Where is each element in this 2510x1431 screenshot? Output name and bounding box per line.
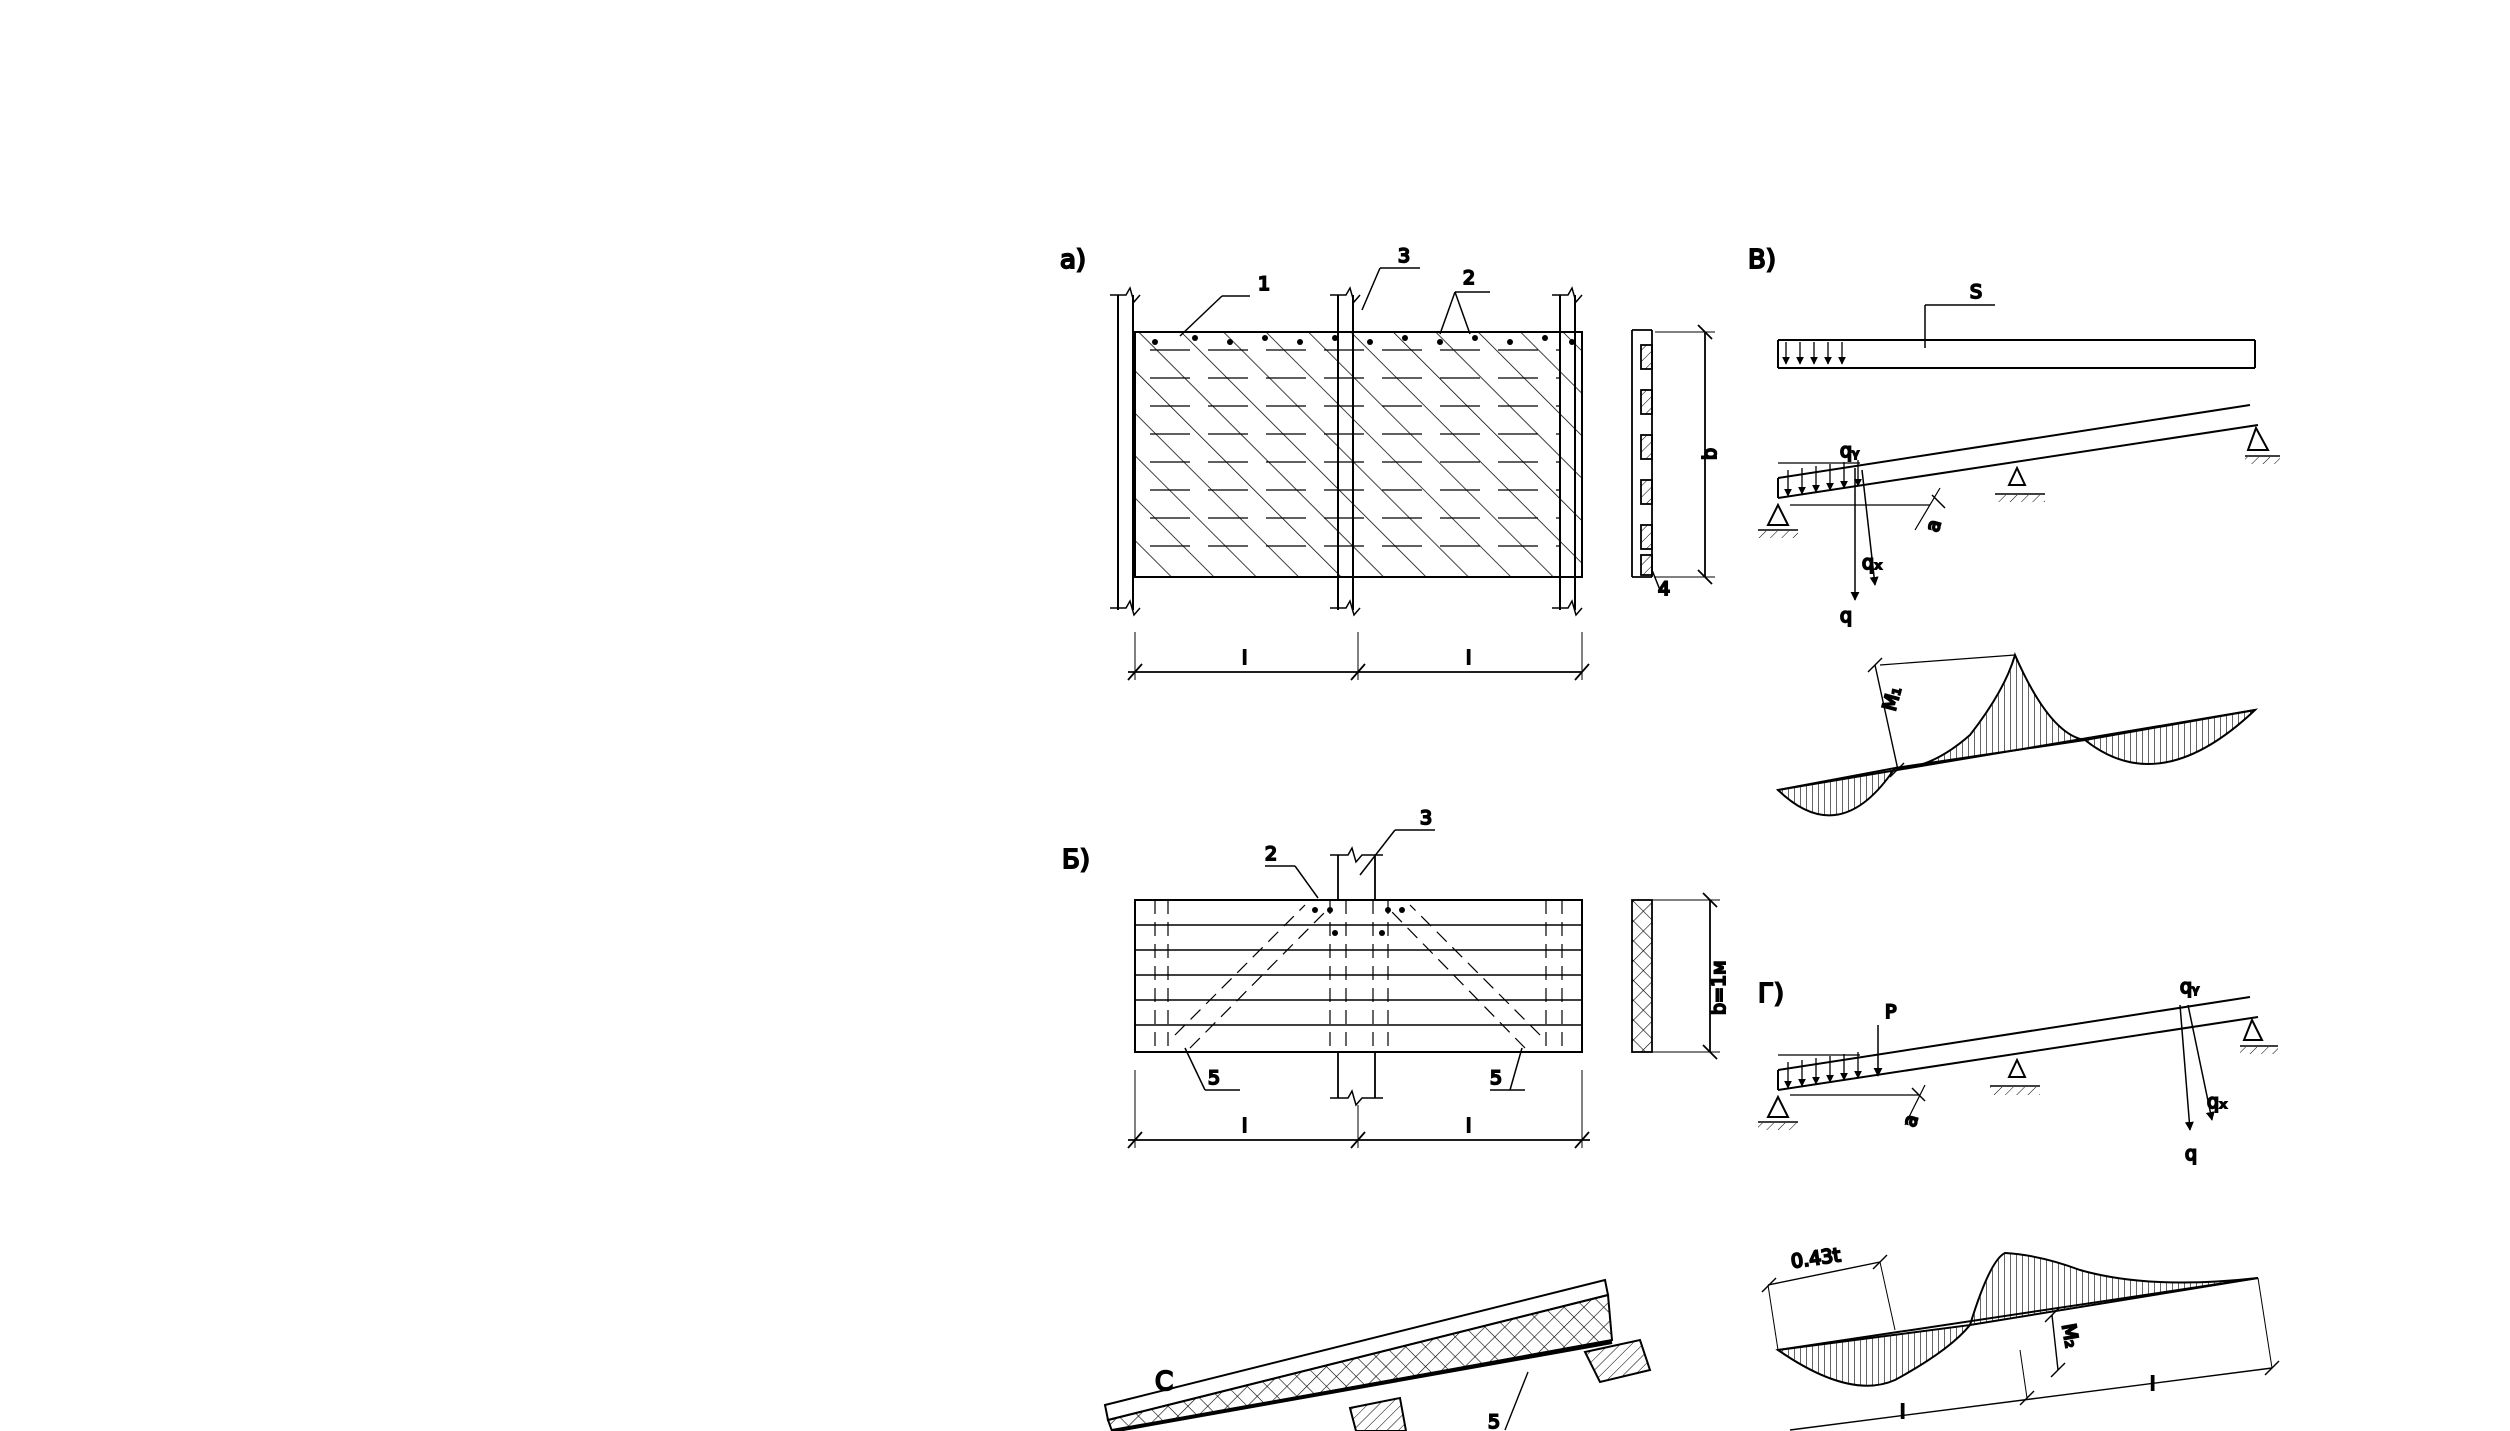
figure-a-label: а) [1060, 245, 1086, 275]
callout-c-5: 5 [1488, 1411, 1500, 1431]
dim-b: b [1699, 448, 1721, 460]
dim-b-1m: b=1м [1708, 961, 1730, 1015]
load-g-q: q [2185, 1143, 2197, 1165]
moment-m1: M₁ [1879, 684, 1906, 713]
figure-v-load-scheme: В) S [1747, 244, 2280, 817]
figure-b-label: Б) [1062, 845, 1090, 875]
figure-g-load-scheme: Г) P qᵧ qₓ q a [1757, 975, 2280, 1431]
callout-s: S [1970, 281, 1982, 303]
dim-l-b1: l [1242, 1115, 1247, 1137]
angle-a: a [1922, 517, 1946, 534]
offset-043t: 0.43t [1790, 1244, 1842, 1273]
load-g-qy: qᵧ [2180, 976, 2199, 998]
dim-l-b2: l [1466, 1115, 1471, 1137]
load-g-qx: qₓ [2207, 1091, 2228, 1113]
span-g-l1: l [1900, 1401, 1905, 1423]
callout-1: 1 [1258, 273, 1270, 295]
load-q: q [1840, 605, 1852, 627]
dim-l-2: l [1466, 647, 1471, 669]
callout-b-5a: 5 [1208, 1067, 1220, 1089]
figure-a-panel-plan: а) [1059, 244, 1722, 681]
load-qx: qₓ [1862, 552, 1883, 574]
figure-c-roof-section: С 5 [1103, 1278, 1652, 1431]
figure-b-panel-plan: Б) [1061, 806, 1731, 1149]
point-load-p: P [1885, 1001, 1896, 1023]
callout-b-3: 3 [1420, 807, 1432, 829]
figure-v-label: В) [1748, 245, 1776, 275]
figure-g-label: Г) [1758, 979, 1784, 1009]
moment-m2: M₂ [2057, 1322, 2083, 1349]
callout-3: 3 [1398, 245, 1410, 267]
panel-b [1134, 899, 1583, 1053]
callout-4: 4 [1658, 578, 1670, 600]
span-g-l2: l [2150, 1373, 2155, 1395]
callout-2: 2 [1463, 267, 1475, 289]
panel-a [1134, 331, 1583, 578]
dim-l-1: l [1242, 647, 1247, 669]
callout-b-5b: 5 [1490, 1067, 1502, 1089]
angle-g-a: a [1899, 1112, 1923, 1129]
load-qy: qᵧ [1840, 440, 1859, 462]
callout-b-2: 2 [1265, 843, 1277, 865]
